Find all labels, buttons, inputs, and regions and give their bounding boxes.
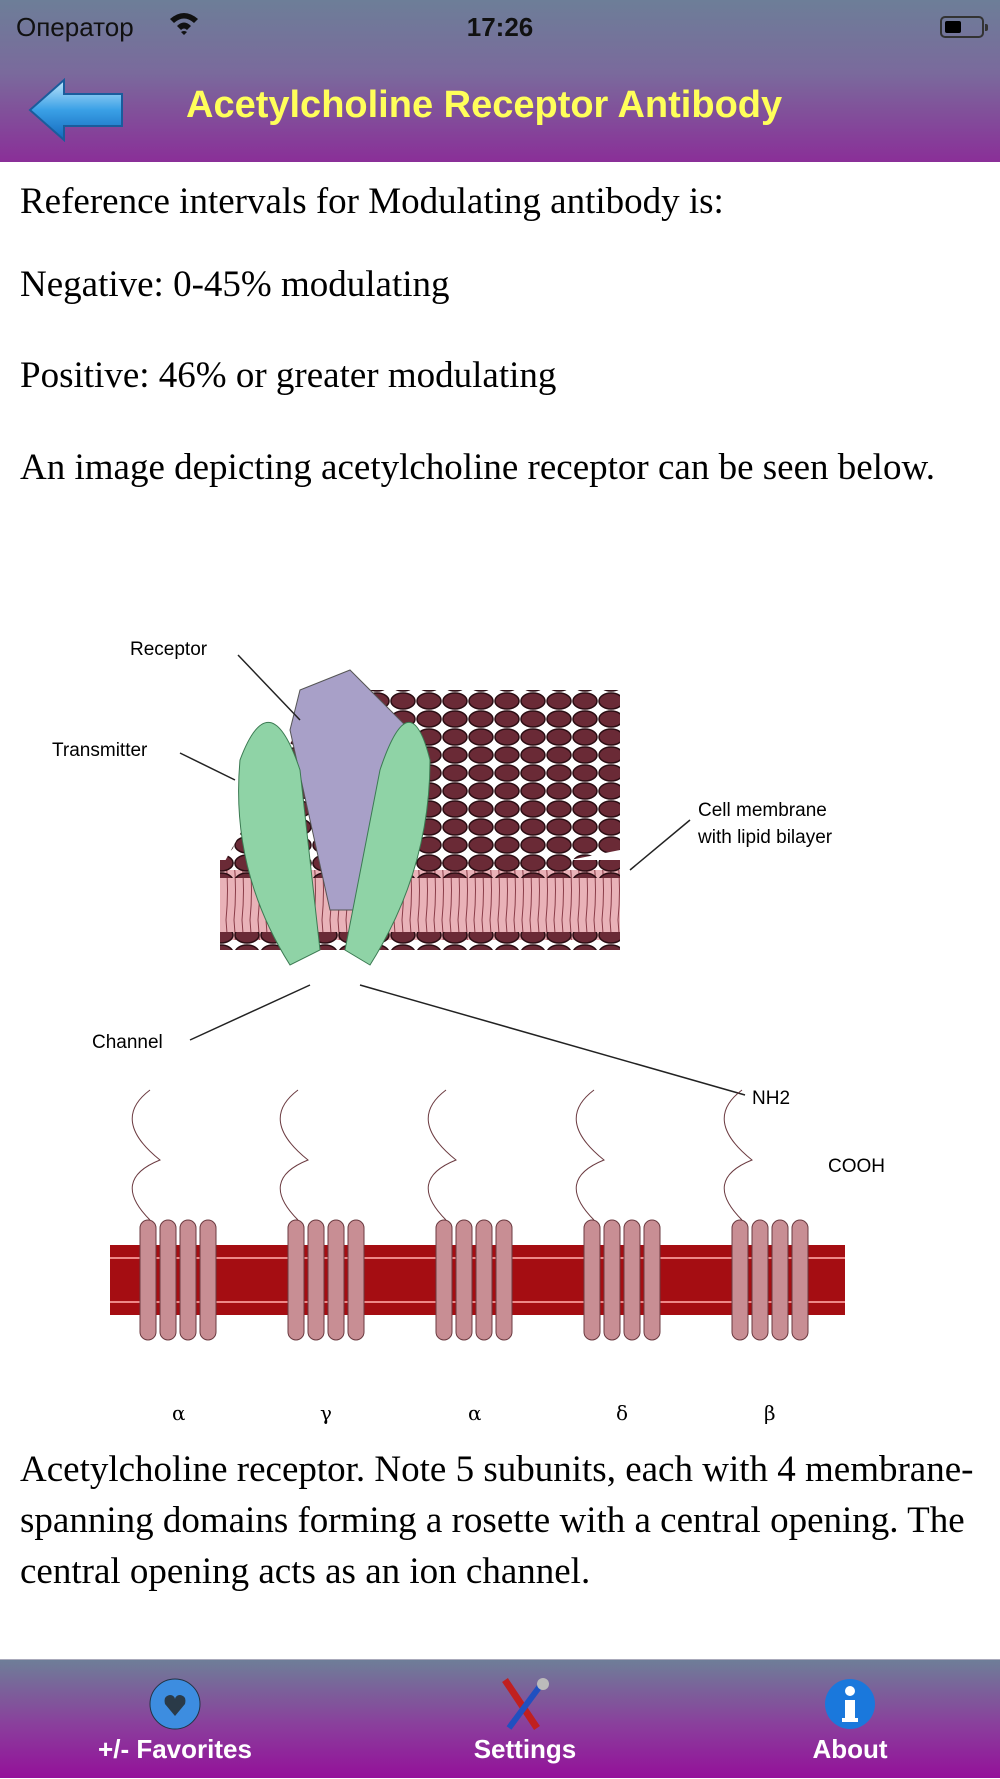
subunit-alpha-1: α xyxy=(172,1401,186,1425)
label-channel: Channel xyxy=(92,1032,163,1053)
label-membrane-1: Cell membrane xyxy=(698,800,827,821)
label-membrane-2: with lipid bilayer xyxy=(697,827,833,848)
header: Оператор 17:26 Acetylcholine Receptor An… xyxy=(0,0,1000,162)
settings-label: Settings xyxy=(473,1734,577,1764)
negative-range: Negative: 0-45% modulating xyxy=(20,264,450,305)
clock: 17:26 xyxy=(466,12,534,42)
subunit-beta: β xyxy=(764,1401,776,1425)
favorites-button[interactable]: +/- Favorites xyxy=(55,1660,295,1779)
subunit-alpha-2: α xyxy=(468,1401,482,1425)
transmitter-subunits xyxy=(238,722,431,966)
wifi-icon xyxy=(170,13,198,35)
image-intro: An image depicting acetylcholine recepto… xyxy=(20,447,936,488)
image-caption: Acetylcholine receptor. Note 5 subunits,… xyxy=(20,1449,974,1592)
about-button[interactable]: About xyxy=(730,1660,970,1779)
subunit-gamma: γ xyxy=(320,1401,332,1425)
label-receptor: Receptor xyxy=(130,639,208,660)
carrier-label: Оператор xyxy=(16,12,134,42)
label-cooh: COOH xyxy=(828,1156,885,1177)
label-nh2: NH2 xyxy=(752,1088,790,1109)
subunit-helices xyxy=(131,1089,809,1341)
reference-intro: Reference intervals for Modulating antib… xyxy=(20,181,724,222)
subunit-delta: δ xyxy=(616,1401,628,1425)
settings-button[interactable]: Settings xyxy=(405,1660,645,1779)
tools-icon xyxy=(502,1678,549,1730)
positive-range: Positive: 46% or greater modulating xyxy=(20,355,557,396)
about-label: About xyxy=(812,1734,888,1764)
leader-lines xyxy=(179,654,746,1096)
acetylcholine-receptor-diagram: Receptor Transmitter Cell membrane with … xyxy=(52,639,885,1425)
page-title: Acetylcholine Receptor Antibody xyxy=(186,84,783,126)
back-arrow-icon[interactable] xyxy=(28,78,124,142)
battery-icon xyxy=(940,16,988,38)
info-icon xyxy=(825,1679,875,1729)
status-bar: Оператор 17:26 xyxy=(0,8,1000,52)
label-transmitter: Transmitter xyxy=(52,740,148,761)
heart-icon xyxy=(149,1678,201,1730)
bottom-toolbar: +/- Favorites Settings About xyxy=(0,1659,1000,1778)
favorites-label: +/- Favorites xyxy=(98,1734,252,1764)
